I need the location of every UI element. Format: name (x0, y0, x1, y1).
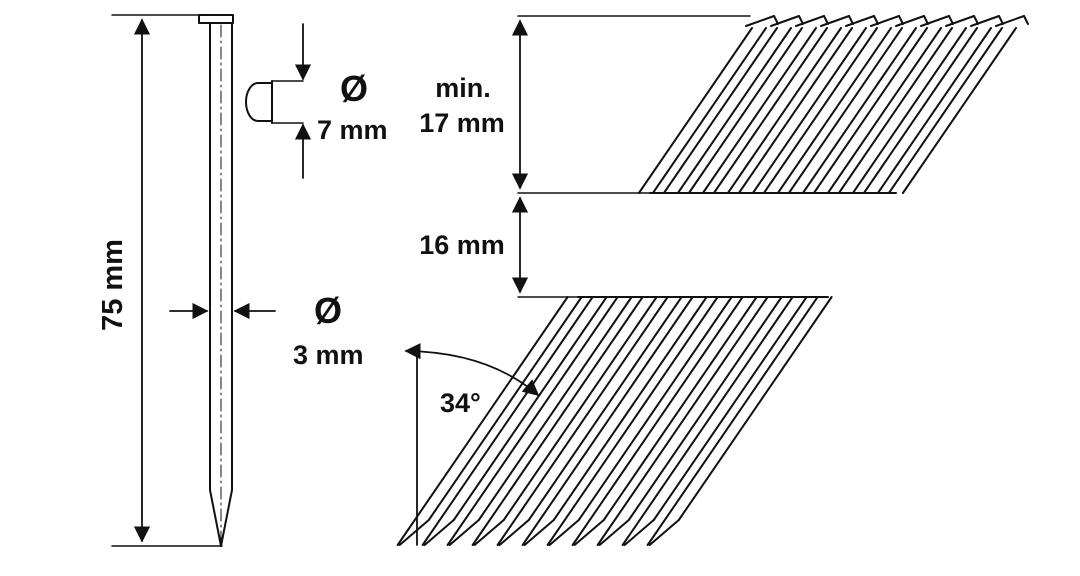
shank-diameter-symbol: Ø (314, 290, 342, 331)
strip-nail (621, 15, 1004, 546)
shank-diameter-label: 3 mm (293, 340, 364, 370)
min-value-label: 17 mm (419, 108, 505, 138)
angle-arc (404, 343, 540, 397)
head-diameter-symbol: Ø (340, 68, 368, 109)
strip-dimensions: min. 17 mm 16 mm (419, 15, 751, 298)
head-detail: Ø 7 mm (245, 23, 388, 179)
strip-nail (446, 15, 829, 546)
length-dimension: 75 mm (97, 14, 223, 547)
single-nail (198, 14, 234, 547)
collation-band (577, 192, 897, 298)
shank-diameter-dimension: Ø 3 mm (169, 290, 364, 370)
strip-width-label: 16 mm (419, 230, 505, 260)
length-label: 75 mm (97, 239, 129, 331)
strip-nail (596, 15, 979, 546)
nail-head (198, 14, 234, 24)
strip-nail (546, 15, 929, 546)
strip-nail (646, 15, 1029, 546)
head-profile (245, 82, 273, 122)
head-diameter-label: 7 mm (317, 115, 388, 145)
nail-strip (396, 15, 1029, 546)
strip-nail (471, 15, 854, 546)
strip-nail (521, 15, 904, 546)
strip-nail (571, 15, 954, 546)
strip-nail (421, 15, 804, 546)
strip-nail (496, 15, 879, 546)
angle-label: 34° (440, 388, 481, 418)
strip-nail (396, 15, 779, 546)
min-label: min. (435, 73, 491, 103)
angle-dimension: 34° (404, 343, 540, 546)
